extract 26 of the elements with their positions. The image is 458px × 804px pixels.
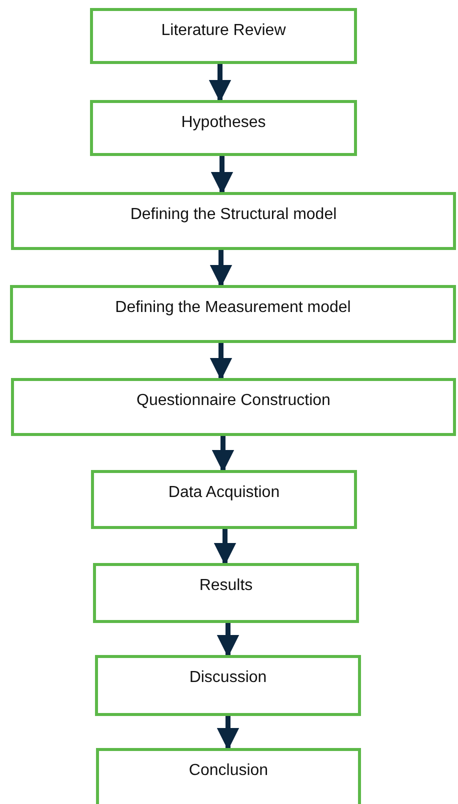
arrow (214, 529, 236, 566)
step-label: Conclusion (188, 762, 268, 780)
step-label: Defining the Structural model (130, 206, 337, 224)
arrow (210, 343, 232, 380)
arrow (212, 436, 234, 472)
arrow (210, 156, 234, 194)
process-box (10, 285, 456, 343)
arrow (216, 623, 240, 658)
process-box (93, 563, 359, 623)
step-label: Questionnaire Construction (136, 392, 330, 410)
step-label: Defining the Measurement model (115, 299, 351, 317)
step-label: Results (199, 577, 253, 595)
step-label: Literature Review (161, 22, 286, 40)
arrow (210, 250, 232, 288)
process-box (95, 655, 361, 716)
process-box (90, 8, 357, 64)
arrow (208, 64, 232, 102)
arrow (216, 716, 240, 750)
step-label: Data Acquistion (168, 484, 280, 502)
step-label: Hypotheses (181, 114, 266, 132)
step-label: Discussion (189, 669, 267, 687)
process-box (11, 192, 456, 250)
process-box (96, 748, 361, 804)
process-box (91, 470, 357, 529)
process-box (90, 100, 357, 156)
process-box (11, 378, 456, 436)
